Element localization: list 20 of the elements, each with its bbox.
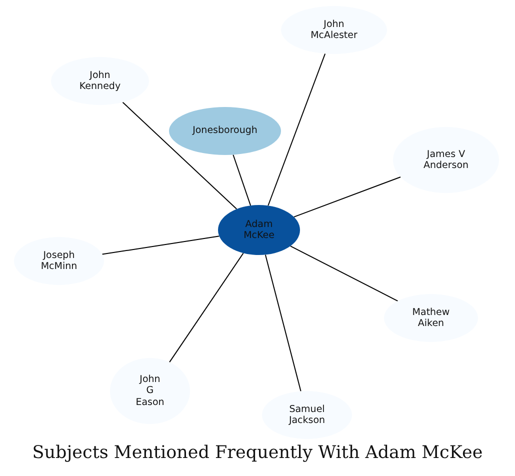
- node-label: John McAlester: [310, 18, 358, 42]
- node-label: James V Anderson: [423, 148, 469, 172]
- node-label: Joseph McMinn: [40, 250, 78, 272]
- node-label: John Kennedy: [79, 70, 121, 92]
- ellipse-node: [169, 107, 281, 155]
- connector-line: [268, 53, 326, 206]
- connector-line: [169, 252, 244, 363]
- connector-line: [264, 254, 302, 392]
- connector-line: [293, 176, 402, 218]
- connector-line: [122, 102, 238, 210]
- node-label: Jonesborough: [192, 125, 258, 137]
- connector-line: [290, 246, 398, 302]
- node-label: Mathew Aiken: [412, 306, 450, 330]
- connector-line: [232, 154, 252, 206]
- node-label: Adam McKee: [244, 218, 274, 242]
- connector-line: [102, 236, 220, 255]
- node-label: John G Eason: [136, 374, 164, 408]
- diagram-title: Subjects Mentioned Frequently With Adam McKee: [31, 443, 484, 463]
- node-label: Samuel Jackson: [288, 404, 326, 426]
- ellipse-node: [218, 205, 300, 255]
